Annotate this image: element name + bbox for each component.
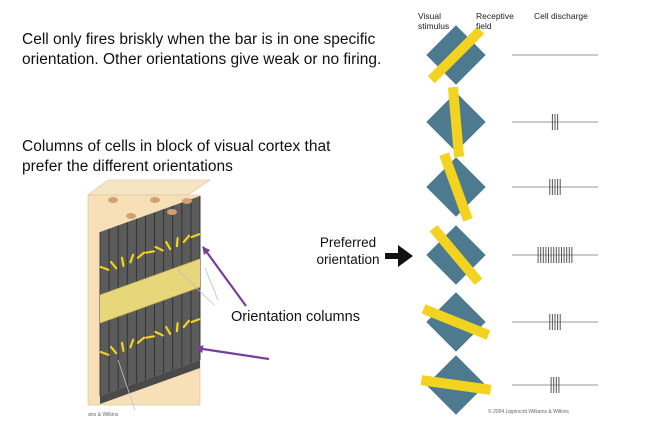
- column-orientation-mark: [120, 341, 125, 352]
- stimulus-row: [426, 86, 598, 158]
- column-orientation-mark: [129, 338, 135, 349]
- stimulus-bar: [429, 224, 483, 286]
- stimulus-row: [420, 355, 598, 415]
- stimulus-row: [426, 25, 598, 85]
- stimulus-bar: [427, 26, 485, 84]
- column-orientation-mark: [154, 245, 164, 252]
- lower-pointer-arrow: [195, 345, 270, 361]
- column-orientation-mark: [190, 318, 201, 324]
- cortex-surface-dots: [108, 197, 192, 219]
- orientation-columns-label: Orientation columns: [231, 309, 360, 325]
- column-orientation-mark: [129, 253, 135, 264]
- column-orientation-mark: [109, 345, 118, 355]
- credit-left: ano & Wilkins: [88, 412, 119, 418]
- preferred-arrow: [385, 245, 413, 267]
- visual-stimulus-header: Visual stimulus: [418, 11, 450, 31]
- cortex-block-illustration: [87, 179, 219, 411]
- column-orientation-mark: [175, 237, 179, 248]
- column-orientation-mark: [99, 265, 110, 271]
- column-orientation-mark: [120, 256, 125, 267]
- stimulus-row: [421, 292, 598, 352]
- column-orientation-mark: [136, 251, 146, 259]
- column-orientation-mark: [144, 335, 156, 339]
- column-orientation-mark: [136, 336, 146, 344]
- stimulus-rows: [420, 25, 598, 415]
- stimulus-bar: [421, 304, 491, 340]
- stimulus-bar: [420, 375, 492, 395]
- upper-pointer-arrow: [202, 246, 247, 307]
- column-orientation-mark: [182, 234, 191, 244]
- stimulus-bar: [439, 152, 473, 222]
- column-orientation-mark: [154, 330, 164, 337]
- firing-description: Cell only fires briskly when the bar is …: [22, 31, 382, 68]
- column-orientation-mark: [109, 260, 118, 270]
- cell-discharge-header: Cell discharge: [534, 11, 588, 21]
- credit-right: © 2004 Lippincott Williams & Wilkins: [488, 409, 569, 415]
- receptive-field-header: Receptive field: [476, 11, 514, 31]
- column-orientation-mark: [99, 350, 110, 356]
- stimulus-row: [426, 224, 598, 286]
- stimulus-row: [426, 152, 598, 222]
- stimulus-bar: [447, 86, 465, 158]
- column-orientation-mark: [144, 250, 156, 254]
- column-orientation-mark: [165, 240, 172, 251]
- column-orientation-mark: [175, 322, 179, 333]
- preferred-orientation-label: Preferred orientation: [316, 235, 380, 267]
- column-orientation-mark: [182, 319, 191, 329]
- column-orientation-mark: [190, 233, 201, 239]
- column-orientation-mark: [165, 325, 172, 336]
- columns-description: Columns of cells in block of visual cort…: [22, 138, 331, 175]
